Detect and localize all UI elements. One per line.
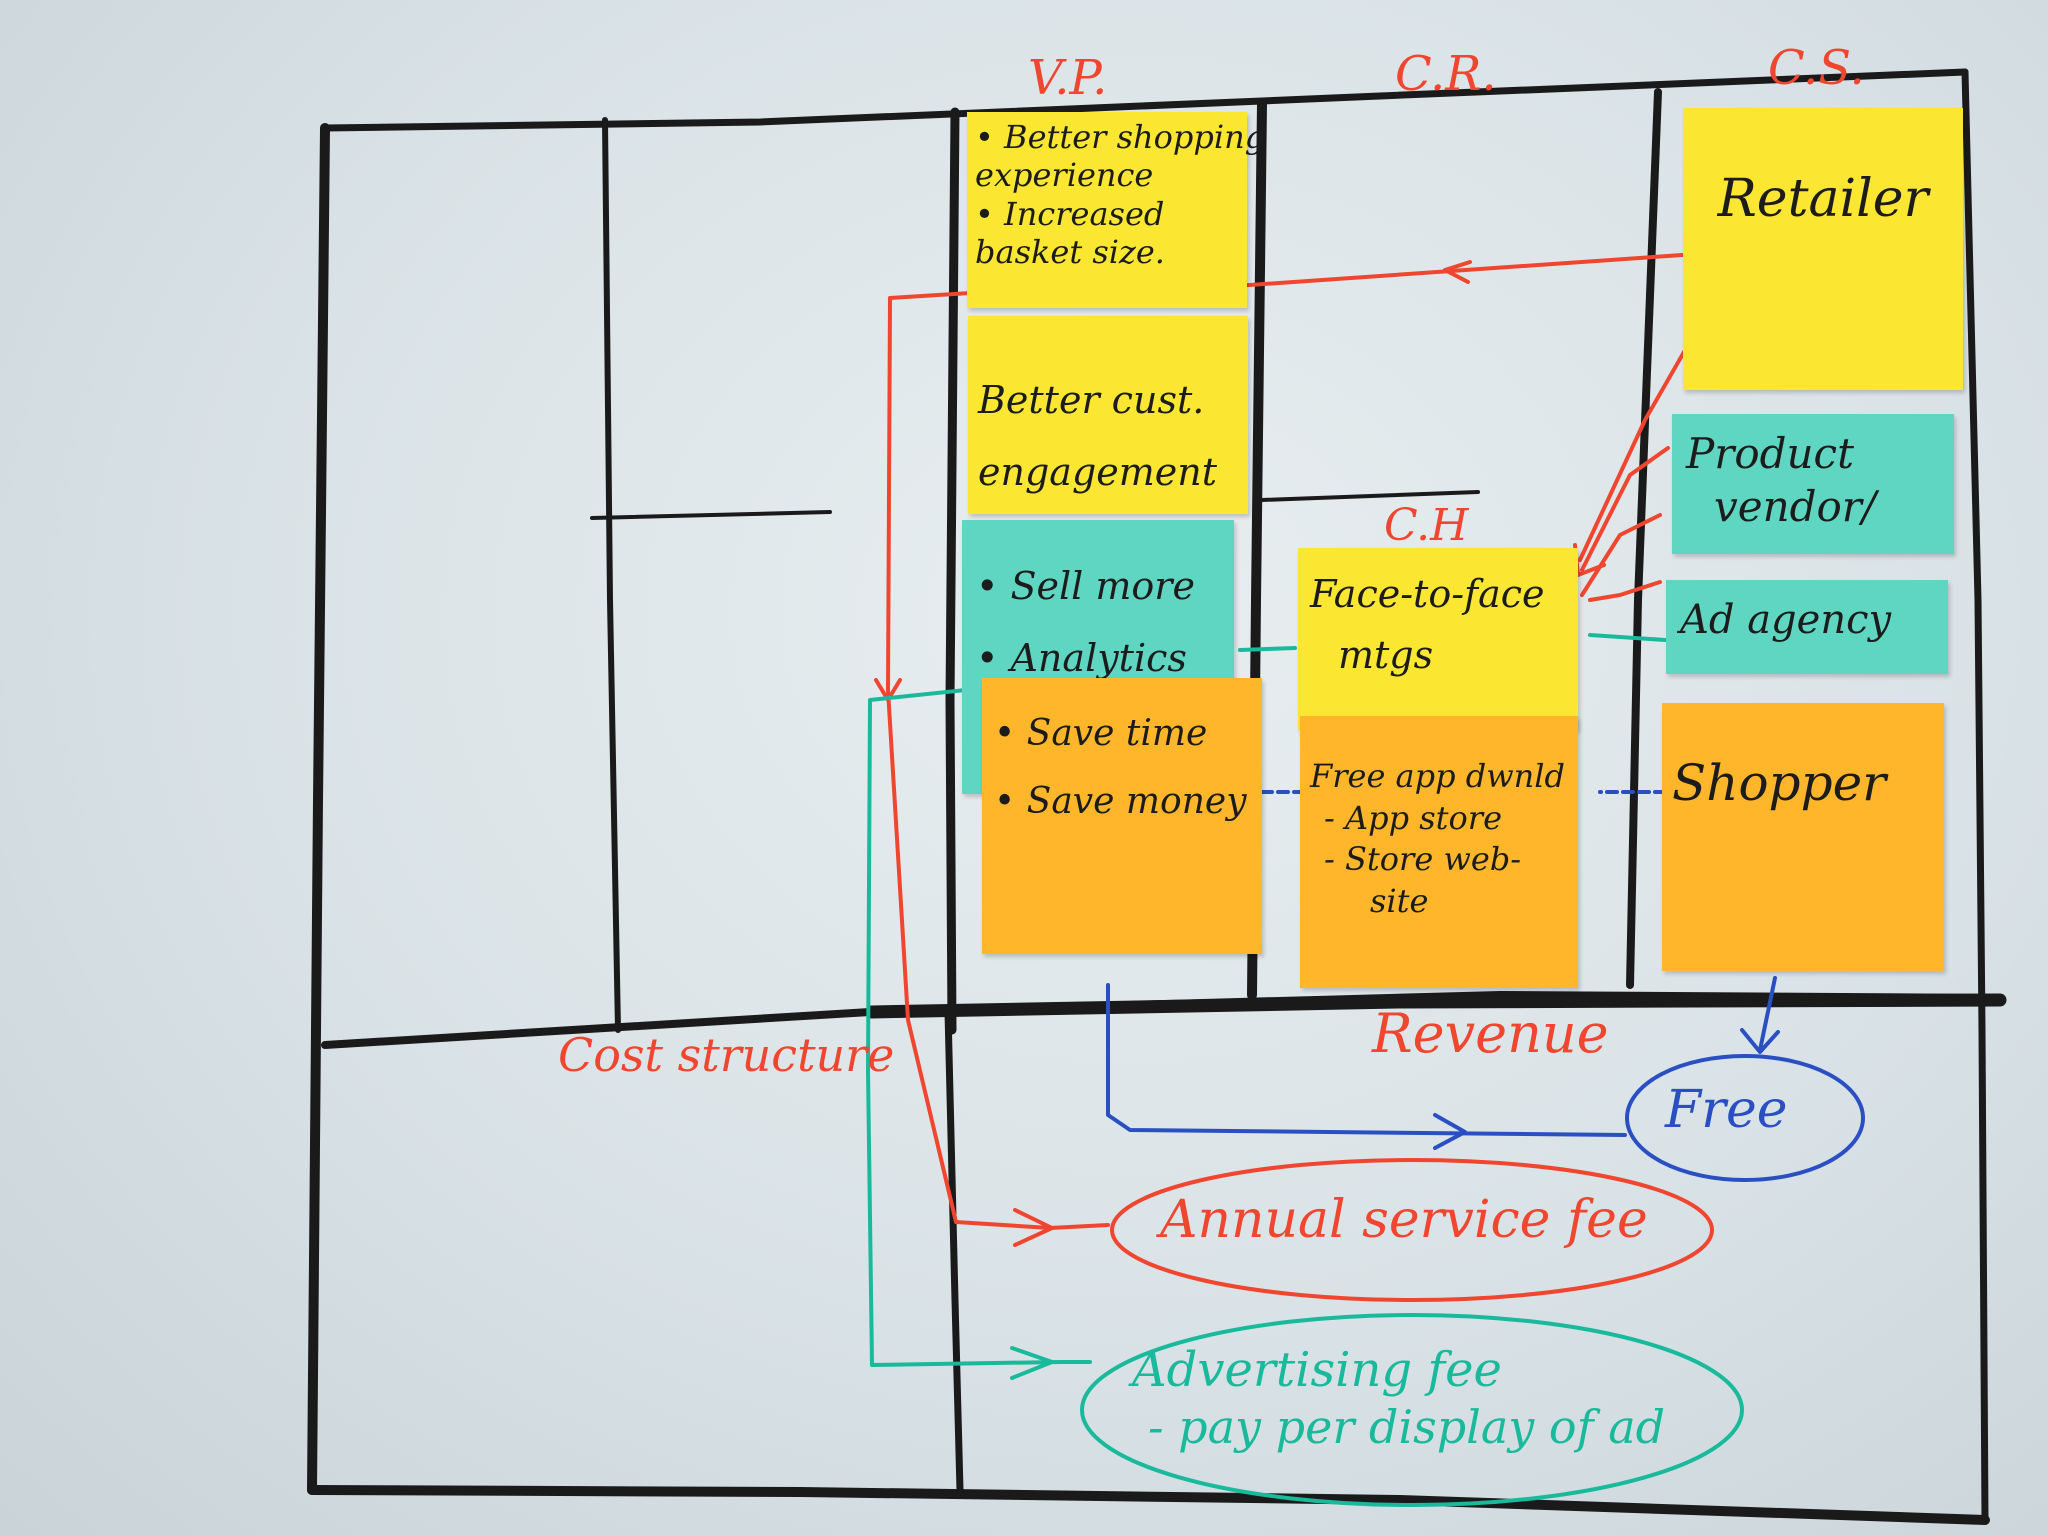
annual-fee-oval [1110,1158,1714,1302]
red-arrow-3 [1580,513,1662,597]
header-ch: C.H [1384,500,1469,551]
header-cr: C.R. [1395,46,1497,102]
header-cs: C.S. [1768,40,1865,96]
label-pay-per-display: - pay per display of ad [1148,1400,1666,1454]
label-cost-structure: Cost structure [558,1028,895,1082]
blue-line-revenue [1106,983,1627,1137]
red-arrow-2 [1580,446,1670,572]
cs-note-product-vendor: Product vendor/ [1672,414,1954,554]
red-line-annual [1048,1223,1110,1230]
cs-note-shopper: Shopper [1662,703,1944,971]
header-vp: V.P. [1028,50,1108,106]
free-oval [1625,1054,1865,1182]
frame-top [321,68,1969,132]
blue-arrowhead-free [1433,1113,1467,1150]
row-line-cr [1260,490,1480,502]
vp-note-shopping: • Better shopping experience • Increased… [967,112,1265,308]
col-line-kp [602,117,621,1033]
frame-right [1961,68,1989,1524]
blue-arrowhead-shopper [1740,1028,1780,1054]
red-arrow-4 [1588,580,1662,602]
teal-line-main [866,686,1092,1367]
cs-note-ad-agency: Ad agency [1666,580,1948,674]
teal-line-vp-ch [1238,646,1297,652]
ch-note-face-to-face: Face-to-face mtgs [1298,548,1578,730]
row-line-kp [590,510,832,520]
advertising-fee-oval [1080,1313,1744,1507]
frame-bottom [307,1485,1990,1525]
col-line-vp-left [945,107,960,1035]
divider-thick [865,993,2007,1019]
red-arrow-1 [1578,343,1690,562]
vp-note-engagement: Better cust. engagement [968,316,1248,514]
label-advertising-fee: Advertising fee [1132,1342,1502,1398]
teal-line-adagency [1588,633,1667,642]
vp-note-save: • Save time • Save money [982,678,1262,954]
label-free: Free [1665,1080,1788,1140]
frame-left [307,123,330,1495]
teal-arrowhead [1010,1346,1054,1380]
bottom-divider [944,1008,964,1494]
red-line-retailer [1248,253,1684,287]
col-line-cs [1626,88,1662,989]
blue-line-shopper-down [1758,976,1777,1052]
ch-note-app-download: Free app dwnld - App store - Store web- … [1300,716,1578,988]
label-revenue: Revenue [1372,1002,1609,1065]
red-arrowhead-retailer [1443,260,1472,284]
cs-note-retailer: Retailer [1683,108,1963,390]
label-annual-service-fee: Annual service fee [1160,1190,1648,1250]
